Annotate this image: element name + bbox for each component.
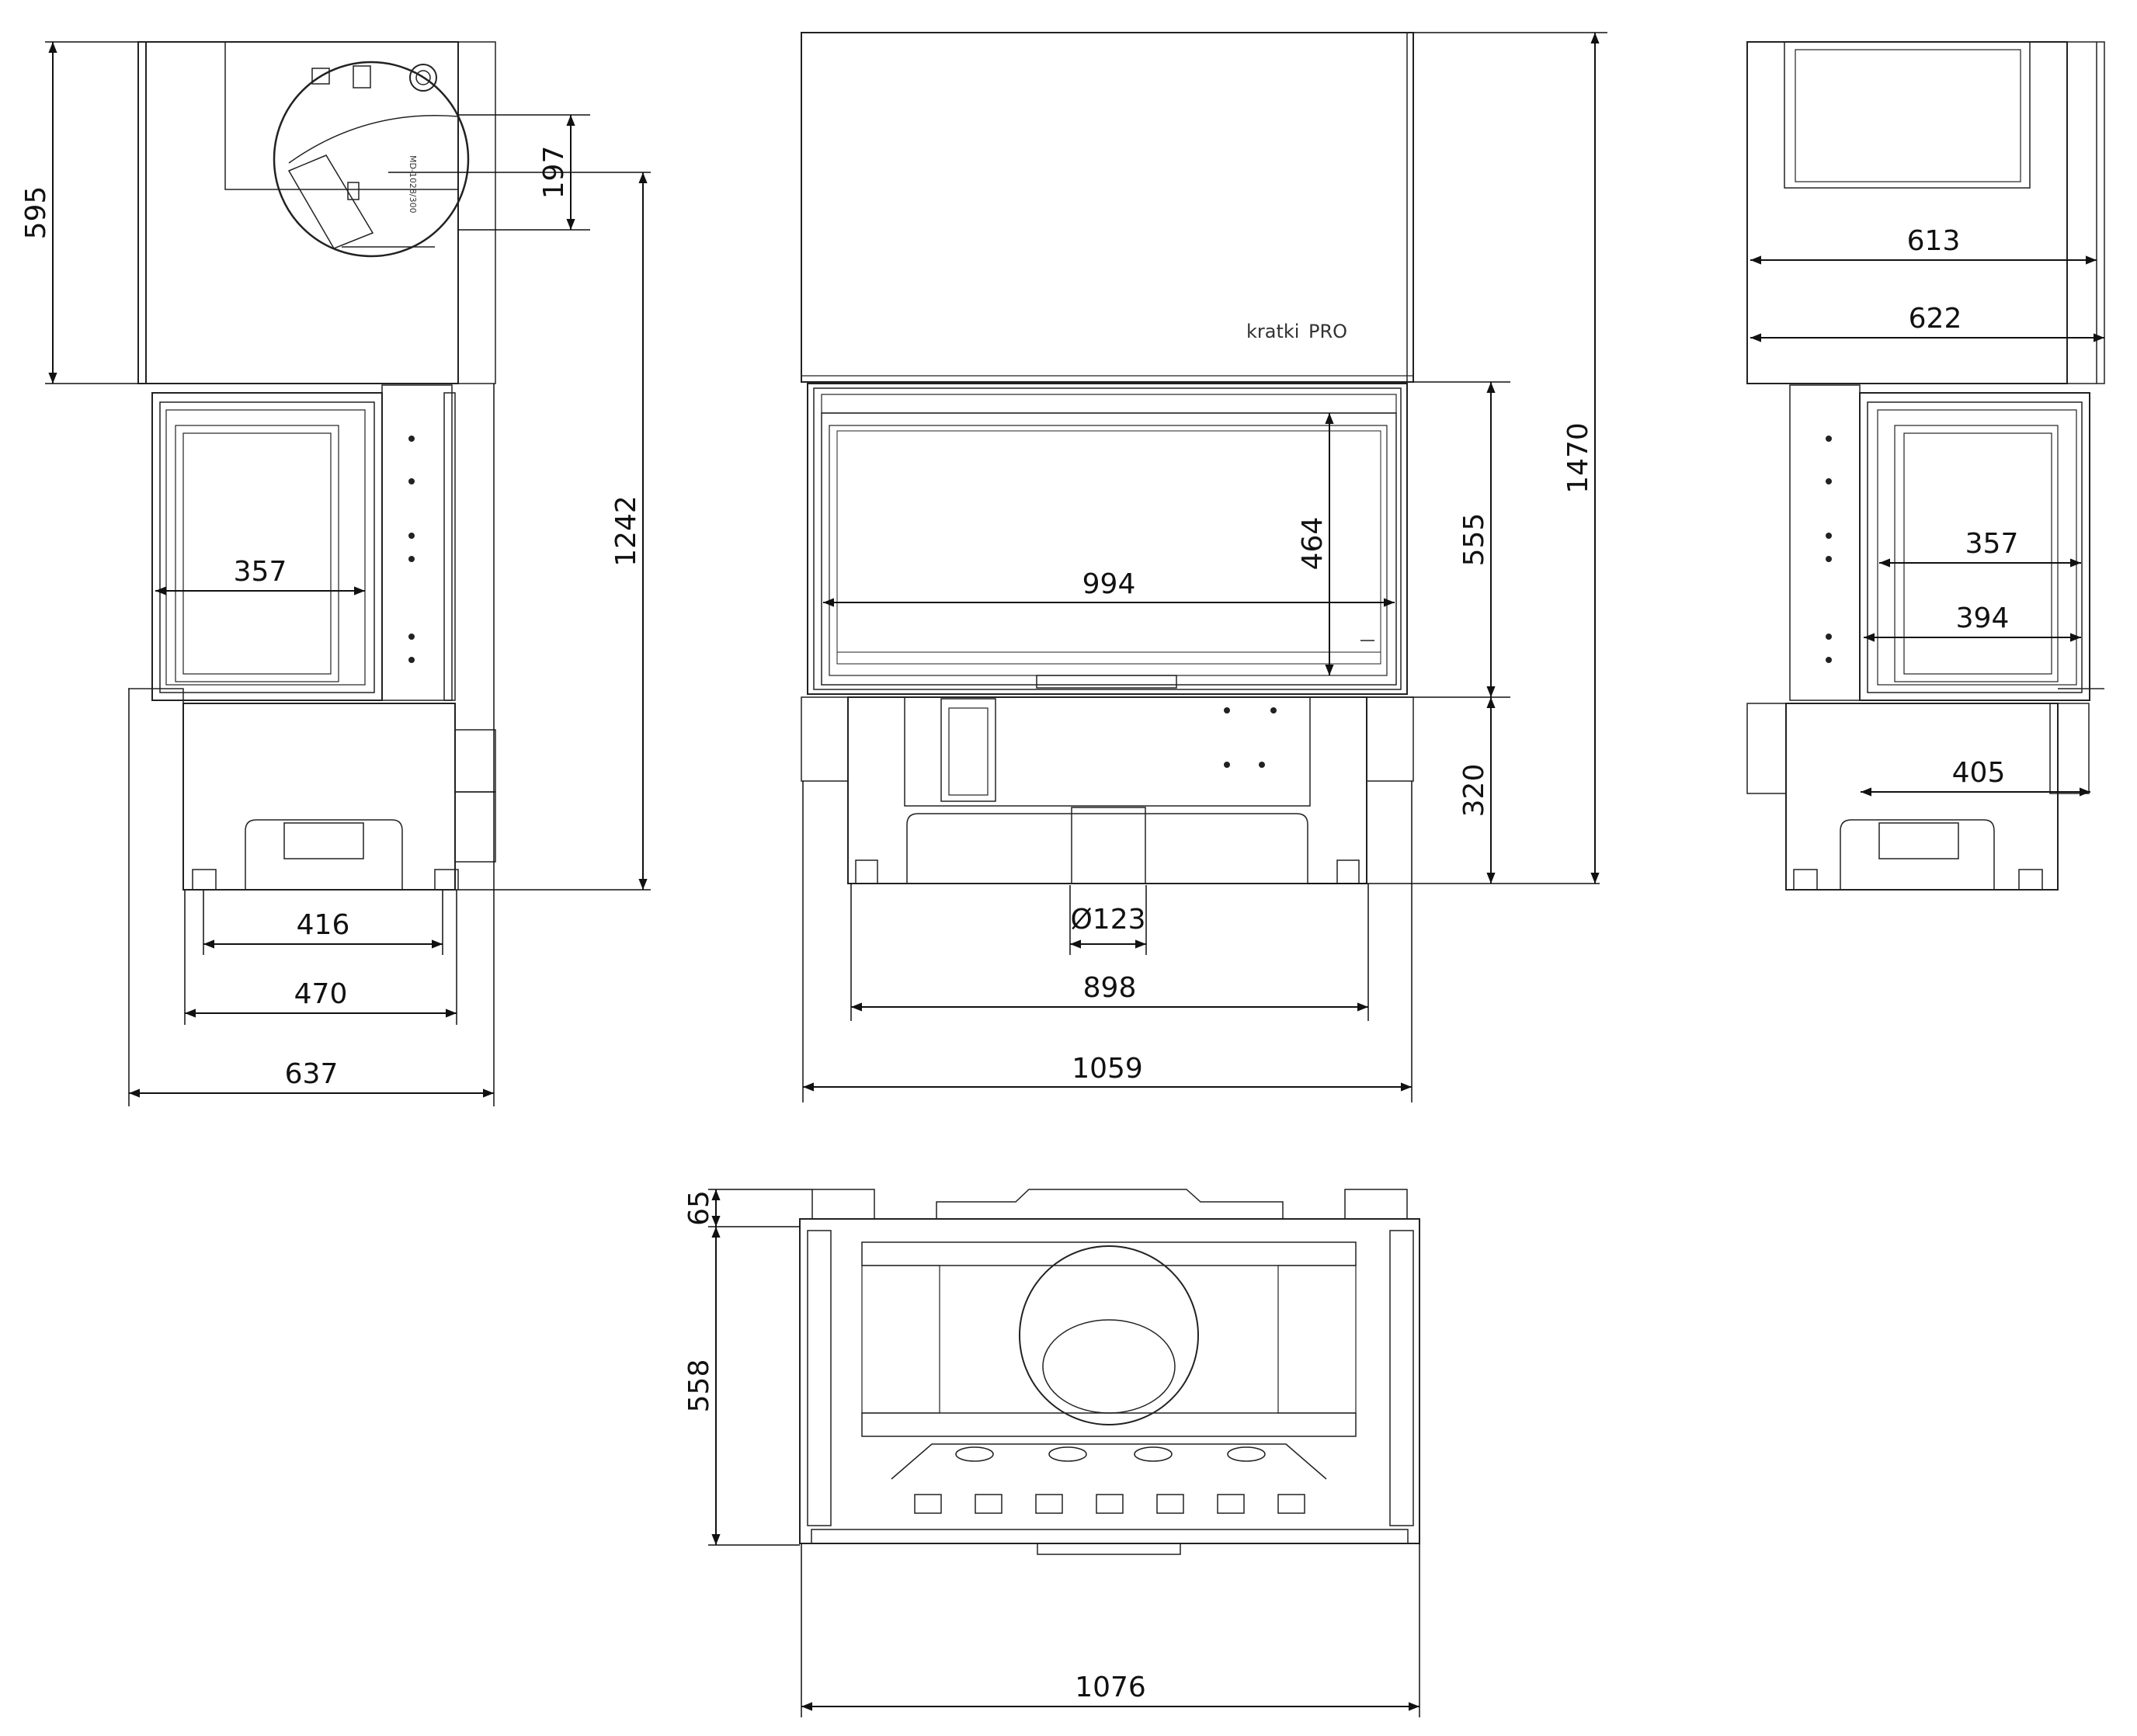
top-view (799, 1189, 1420, 1555)
right-dimension-lines (1750, 255, 2104, 797)
dim-1470: 1470 (1562, 422, 1594, 494)
dim-357-left: 357 (234, 556, 287, 588)
left-dimension-labels: 595 197 1242 357 416 470 637 MD-1028/300 (20, 146, 642, 1090)
kratki-logo: kratki PRO (1246, 321, 1347, 342)
dim-416: 416 (297, 909, 350, 941)
left-door-frame (151, 392, 383, 701)
logo-suffix: PRO (1308, 321, 1347, 342)
dim-898: 898 (1083, 972, 1137, 1004)
dim-637: 637 (285, 1058, 339, 1090)
left-dimension-lines (45, 41, 651, 1106)
left-base-stand (182, 703, 456, 891)
right-side-view (1746, 41, 2105, 891)
dim-1242: 1242 (610, 495, 642, 567)
plate-code: MD-1028/300 (408, 155, 418, 214)
dim-555: 555 (1458, 513, 1490, 567)
dim-357-right: 357 (1965, 528, 2019, 560)
dim-320: 320 (1458, 764, 1490, 818)
top-flue-collar (1019, 1245, 1199, 1425)
dim-405: 405 (1952, 757, 2006, 789)
dim-464: 464 (1297, 517, 1329, 571)
dim-1076: 1076 (1075, 1672, 1146, 1703)
dim-595: 595 (20, 186, 52, 240)
front-base-stand (847, 696, 1367, 884)
dim-470: 470 (294, 978, 348, 1010)
dim-197: 197 (538, 146, 570, 200)
front-dimension-lines (802, 32, 1607, 1102)
dim-1059: 1059 (1072, 1053, 1143, 1085)
dim-558: 558 (683, 1359, 715, 1413)
logo-text: kratki (1246, 321, 1299, 342)
dim-d123: Ø123 (1070, 904, 1145, 936)
front-dimension-labels: 464 994 555 320 1470 Ø123 898 1059 (1070, 422, 1594, 1085)
front-view (801, 32, 1414, 884)
dim-65: 65 (683, 1190, 715, 1226)
dim-394: 394 (1956, 602, 2010, 634)
front-door-frame (807, 383, 1408, 695)
dim-622: 622 (1909, 303, 1962, 335)
dim-613: 613 (1907, 225, 1961, 257)
right-dimension-labels: 613 622 357 394 405 (1907, 225, 2019, 789)
right-base-stand (1785, 703, 2059, 891)
top-dimension-lines (708, 1189, 1420, 1717)
dim-994: 994 (1082, 568, 1136, 600)
flue-detail-circle (273, 61, 470, 258)
left-side-view (128, 41, 496, 891)
top-dimension-labels: 65 558 1076 (683, 1190, 1146, 1703)
